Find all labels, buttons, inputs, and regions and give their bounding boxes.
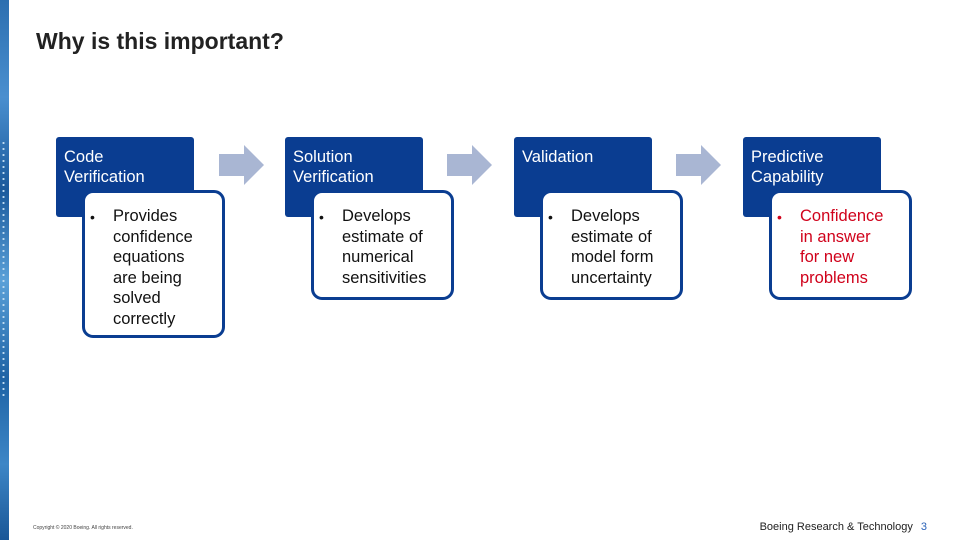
slide-title: Why is this important?: [36, 28, 284, 54]
flow-arrow-right-icon: [676, 145, 721, 185]
step-heading-line2: Capability: [751, 168, 824, 186]
footer-org: Boeing Research & Technology 3: [760, 521, 927, 533]
step-heading-line2: Verification: [293, 168, 374, 186]
step-heading-line1: Predictive: [751, 148, 824, 166]
step-description-box: • Develops estimate of numerical sensiti…: [311, 190, 454, 300]
step-description-line: Provides: [113, 207, 178, 225]
step-description-line: estimate of: [571, 227, 652, 246]
footer-org-name: Boeing Research & Technology: [759, 521, 913, 533]
flow-arrow-right-icon: [447, 145, 492, 185]
step-description-line: equations: [113, 248, 185, 266]
step-description-line: estimate of: [342, 227, 423, 246]
step-description-line: solved: [113, 289, 161, 307]
step-description-line: Confidence: [800, 207, 884, 225]
step-description-line: correctly: [113, 309, 176, 328]
bullet-marker: •: [319, 209, 324, 225]
bullet-marker: •: [548, 209, 553, 225]
step-description-line: uncertainty: [571, 268, 652, 287]
step-description-line: sensitivities: [342, 268, 427, 287]
left-decorative-strip: [0, 0, 9, 540]
step-heading-line1: Validation: [522, 148, 594, 166]
step-heading-line2: Verification: [64, 168, 145, 186]
step-description-line: numerical: [342, 248, 414, 266]
step-description-box: • Develops estimate of model form uncert…: [540, 190, 683, 300]
step-description-box: • Confidence in answer for new problems: [769, 190, 912, 300]
step-description-line: Develops: [571, 207, 640, 225]
flow-arrow-right-icon: [219, 145, 264, 185]
step-description-line: problems: [800, 268, 868, 287]
step-heading-line1: Solution: [293, 148, 353, 166]
step-description-line: in answer: [800, 227, 871, 246]
step-description-line: Develops: [342, 207, 411, 225]
step-description-line: are being: [113, 268, 182, 287]
step-description-line: model form: [571, 248, 654, 266]
step-heading-line1: Code: [64, 148, 104, 166]
step-description-box: • Provides confidence equations are bein…: [82, 190, 225, 338]
bullet-marker: •: [777, 209, 782, 225]
bullet-marker: •: [90, 209, 95, 225]
page-number: 3: [920, 521, 927, 533]
step-description-line: confidence: [113, 227, 193, 246]
step-description-line: for new: [800, 248, 855, 266]
copyright-notice: Copyright © 2020 Boeing. All rights rese…: [33, 525, 133, 531]
